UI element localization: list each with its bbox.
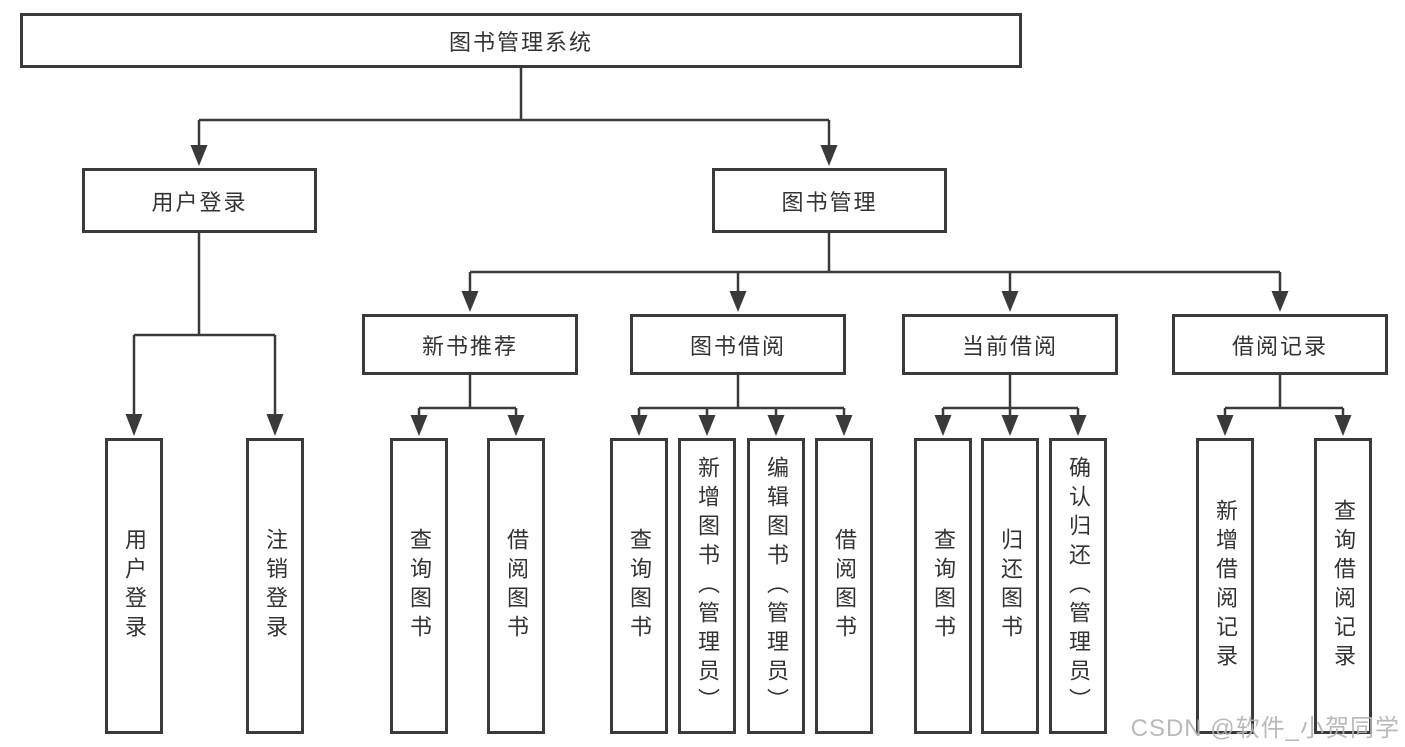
- node-label: 查询图书: [627, 528, 652, 644]
- node-label: 用户登录: [122, 528, 147, 644]
- csdn-watermark: CSDN @软件_小贺同学: [1130, 715, 1400, 742]
- node-label: 新书推荐: [421, 333, 518, 359]
- node-current-borrowing: 当前借阅: [902, 314, 1118, 375]
- leaf-query-books-borrowing: 查询图书: [610, 438, 668, 734]
- node-label: 新增图书（管理员）: [695, 455, 720, 717]
- node-label: 查询借阅记录: [1331, 499, 1356, 673]
- leaf-query-books-current: 查询图书: [914, 438, 972, 734]
- node-label: 查询图书: [931, 528, 956, 644]
- connector-bookmgmt-to-level3: [461, 233, 1289, 312]
- node-label: 归还图书: [998, 528, 1023, 644]
- leaf-edit-books-admin: 编辑图书（管理员）: [747, 438, 805, 734]
- node-borrowing-records: 借阅记录: [1172, 314, 1388, 375]
- connector-newbookrec-to-leaves: [410, 375, 525, 436]
- leaf-borrow-books: 借阅图书: [815, 438, 873, 734]
- node-label: 借阅图书: [504, 528, 529, 644]
- connector-bookborrow-to-leaves: [630, 375, 853, 436]
- leaf-logout: 注销登录: [246, 438, 304, 734]
- node-label: 新增借阅记录: [1213, 499, 1238, 673]
- node-label: 用户登录: [151, 189, 248, 215]
- node-new-book-recommendation: 新书推荐: [362, 314, 578, 375]
- node-label: 图书借阅: [689, 333, 786, 359]
- node-label: 借阅记录: [1231, 333, 1328, 359]
- connector-userlogin-to-leaves: [125, 233, 284, 436]
- leaf-confirm-return-admin: 确认归还（管理员）: [1049, 438, 1107, 734]
- node-root-library-system: 图书管理系统: [20, 13, 1022, 68]
- leaf-add-borrow-record: 新增借阅记录: [1196, 438, 1254, 734]
- leaf-user-login: 用户登录: [105, 438, 163, 734]
- leaf-query-borrow-record: 查询借阅记录: [1314, 438, 1372, 734]
- node-book-borrowing: 图书借阅: [630, 314, 846, 375]
- node-label: 查询图书: [407, 528, 432, 644]
- node-label: 借阅图书: [832, 528, 857, 644]
- leaf-add-books-admin: 新增图书（管理员）: [678, 438, 736, 734]
- node-label: 注销登录: [263, 528, 288, 644]
- node-user-login: 用户登录: [82, 168, 317, 233]
- node-book-management: 图书管理: [712, 168, 947, 233]
- node-label: 当前借阅: [961, 333, 1058, 359]
- connector-currentborrow-to-leaves: [934, 375, 1087, 436]
- node-label: 确认归还（管理员）: [1066, 455, 1091, 717]
- leaf-query-books-recommendation: 查询图书: [390, 438, 448, 734]
- node-label: 图书管理系统: [448, 29, 593, 55]
- leaf-borrow-books-recommendation: 借阅图书: [487, 438, 545, 734]
- connector-root-to-level2: [190, 68, 838, 166]
- node-label: 图书管理: [781, 189, 878, 215]
- connector-borrowrecords-to-leaves: [1216, 375, 1352, 436]
- node-label: 编辑图书（管理员）: [764, 455, 789, 717]
- leaf-return-books: 归还图书: [981, 438, 1039, 734]
